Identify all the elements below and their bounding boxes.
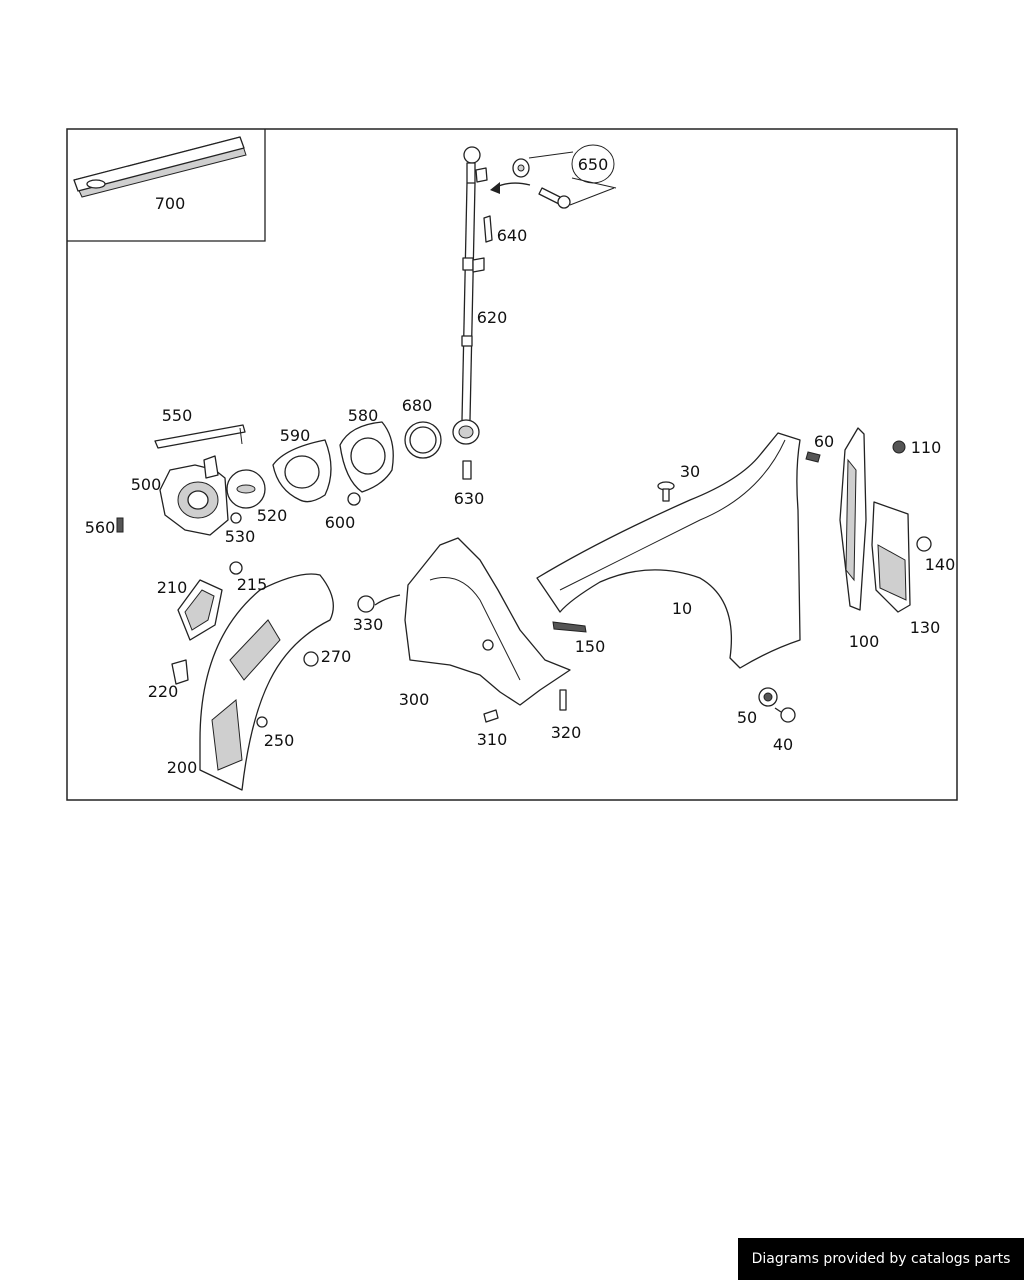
part-40-screw [774, 707, 796, 723]
part-215-clip [229, 561, 243, 575]
label-150: 150 [575, 637, 606, 656]
label-700: 700 [155, 194, 186, 213]
credit-footer: Diagrams provided by catalogs parts [738, 1238, 1024, 1280]
label-500: 500 [131, 475, 162, 494]
part-580-gasket [339, 421, 394, 506]
part-320-clip [559, 689, 567, 711]
label-270: 270 [321, 647, 352, 666]
part-200-liner [199, 573, 334, 791]
part-50-nut [758, 687, 778, 707]
label-550: 550 [162, 406, 193, 425]
label-600: 600 [325, 513, 356, 532]
label-215: 215 [237, 575, 268, 594]
label-60: 60 [814, 432, 834, 451]
part-10-fender [536, 432, 801, 669]
label-680: 680 [402, 396, 433, 415]
part-630 [462, 460, 472, 480]
part-620-rod [452, 146, 488, 445]
label-300: 300 [399, 690, 430, 709]
part-300-liner [374, 537, 571, 706]
part-310-clip [483, 709, 499, 723]
label-40: 40 [773, 735, 793, 754]
label-130: 130 [910, 618, 941, 637]
part-590-gasket [272, 439, 332, 503]
part-250-screw [256, 716, 268, 728]
label-200: 200 [167, 758, 198, 777]
part-680-ring [404, 421, 442, 459]
part-640-clip [483, 215, 493, 243]
part-330-nut [357, 595, 375, 613]
label-590: 590 [280, 426, 311, 445]
part-700-strap [73, 136, 247, 198]
label-320: 320 [551, 723, 582, 742]
part-110-clip [892, 440, 906, 454]
part-60-bolt [805, 451, 821, 463]
part-130-shield [871, 501, 911, 613]
part-270-clip [303, 651, 319, 667]
diagram-frame [66, 128, 958, 801]
part-150-seal [552, 621, 587, 633]
label-10: 10 [672, 599, 692, 618]
label-520: 520 [257, 506, 288, 525]
label-580: 580 [348, 406, 379, 425]
part-140-clip [916, 536, 932, 552]
label-220: 220 [148, 682, 179, 701]
label-630: 630 [454, 489, 485, 508]
label-110: 110 [911, 438, 942, 457]
part-210-grille [177, 579, 223, 641]
part-220-clip [171, 659, 189, 685]
label-250: 250 [264, 731, 295, 750]
part-100-bracket [839, 427, 867, 611]
label-620: 620 [477, 308, 508, 327]
label-650: 650 [578, 155, 609, 174]
label-560: 560 [85, 518, 116, 537]
label-140: 140 [925, 555, 956, 574]
part-550-bracket [154, 424, 246, 449]
label-100: 100 [849, 632, 880, 651]
part-650-bolt [490, 144, 617, 209]
part-500-housing [116, 455, 266, 536]
label-330: 330 [353, 615, 384, 634]
label-210: 210 [157, 578, 188, 597]
label-640: 640 [497, 226, 528, 245]
label-530: 530 [225, 527, 256, 546]
part-30-screw [657, 481, 675, 502]
label-50: 50 [737, 708, 757, 727]
label-30: 30 [680, 462, 700, 481]
label-310: 310 [477, 730, 508, 749]
inset-box [67, 129, 266, 242]
